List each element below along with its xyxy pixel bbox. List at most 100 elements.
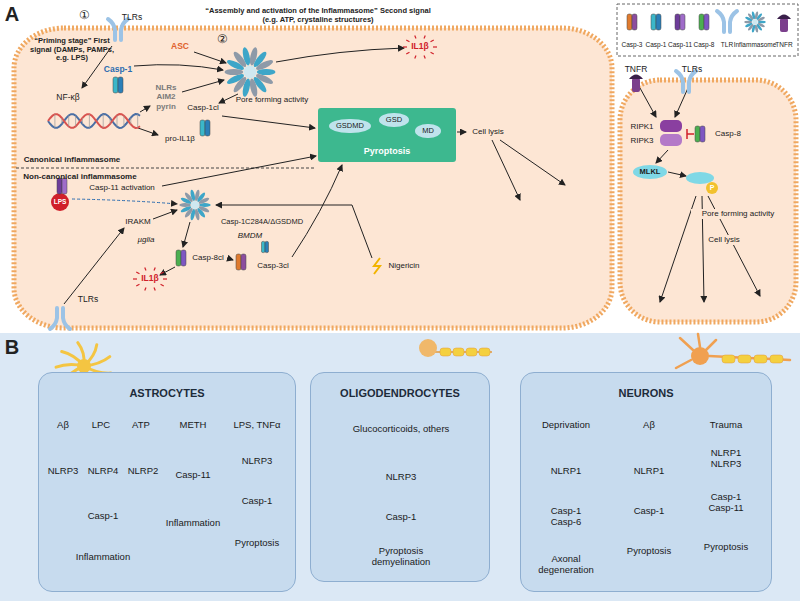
dna-helix	[117, 115, 118, 126]
inflammasome-icon	[757, 16, 765, 22]
myelin-segment	[738, 355, 751, 363]
dna-helix	[137, 114, 138, 127]
node-title: Pyroptosis	[318, 146, 456, 156]
text-label: Cell lysis	[472, 127, 504, 136]
text-label: Cell lysis	[706, 235, 742, 244]
pyroptosis-box: PyroptosisGSDMDGSDMD	[318, 108, 456, 162]
text-label: IL1β	[411, 42, 428, 52]
flow-step: Casp-1	[86, 510, 121, 523]
panel-background	[0, 333, 800, 601]
release-burst	[431, 40, 434, 42]
text-label: RIPK3	[630, 136, 653, 145]
lps-dot	[51, 193, 69, 211]
flow-step: Deprivation	[540, 419, 592, 432]
node-text: GSD	[386, 116, 402, 125]
text-label: “Priming stage” First signal (DAMPs, PAM…	[26, 37, 118, 63]
node-text: Casp-1	[634, 506, 665, 517]
release-burst	[406, 52, 409, 54]
node-text: Casp-1	[88, 511, 119, 522]
inflammasome-icon	[751, 11, 755, 19]
dna-helix	[48, 114, 140, 128]
tlr-icon	[108, 19, 128, 40]
caspase-icon	[704, 14, 709, 30]
node-title: NEURONS	[521, 387, 771, 400]
legend-label: TLR	[721, 41, 733, 48]
flow-step: NLRP1	[632, 465, 667, 478]
release-burst	[431, 52, 434, 54]
caspase-icon	[176, 250, 181, 266]
caspase-icon	[113, 77, 118, 93]
dna-helix	[130, 118, 131, 125]
node-text: Casp-1	[386, 512, 417, 523]
text-label: LPS	[54, 198, 67, 205]
text-label: TLRs	[78, 295, 98, 305]
caspase-icon	[651, 14, 656, 30]
myelin-segment	[770, 355, 783, 363]
flow-step: Casp-1	[240, 495, 275, 508]
text-label: IRAKM	[125, 217, 150, 226]
flow-step: Casp-1	[384, 511, 419, 524]
tlr-icon	[717, 11, 737, 32]
node-text: Inflammation	[166, 518, 220, 529]
release-burst	[433, 46, 437, 47]
oligodendrocyte-icon	[419, 339, 437, 357]
lightning-icon	[374, 258, 380, 274]
text-label: MLKL	[640, 168, 661, 177]
release-burst	[161, 272, 164, 274]
node-text: NLRP4	[88, 466, 119, 477]
myelin-segment	[754, 355, 767, 363]
flow-step: NLRP1 NLRP3	[703, 447, 749, 471]
release-burst	[161, 284, 164, 286]
node-title: ASTROCYTES	[39, 387, 295, 400]
text-label: ASC	[171, 42, 189, 52]
caspase-icon	[118, 77, 123, 93]
node-text: Axonal degeneration	[534, 554, 598, 576]
text-label: “Assembly and activation of the Inflamma…	[198, 7, 438, 24]
flow-step: LPC	[90, 419, 112, 432]
node-text: Casp-1 Casp-11	[703, 492, 749, 514]
flow-step: Glucocorticoids, others	[351, 423, 452, 436]
flow-step: Aβ	[641, 419, 657, 432]
caspase-icon	[181, 250, 186, 266]
node-text: Aβ	[57, 420, 69, 431]
caspase-icon	[205, 120, 210, 136]
caspase-icon	[265, 241, 269, 252]
legend-label: Inflammasome	[734, 41, 777, 48]
inflammasome-icon	[198, 196, 210, 204]
flow-step: NLRP2	[126, 465, 161, 478]
release-burst	[415, 36, 416, 39]
flow-step: Axonal degeneration	[532, 553, 600, 577]
node-text: Trauma	[710, 420, 742, 431]
node-text: Casp-1	[242, 496, 273, 507]
text-label: Casp-1C284A/ΔGSDMD	[221, 218, 303, 227]
mlkl-shape	[633, 165, 667, 179]
arrows	[64, 46, 760, 304]
dna-helix	[96, 120, 97, 121]
ripk-shape	[660, 134, 682, 146]
flow-step: NLRP1	[549, 465, 584, 478]
node-text: LPS, TNFα	[233, 420, 280, 431]
myelin-segment	[453, 348, 464, 356]
inflammasome-icon	[241, 46, 251, 66]
legend-label: Casp-1	[646, 41, 667, 48]
release-burst	[424, 36, 425, 39]
tnfr-icon	[629, 75, 643, 80]
flow-step: Pyroptosis demyelination	[361, 545, 441, 569]
legend-label: Casp-11	[668, 41, 692, 48]
tlr-icon	[676, 71, 696, 92]
text-label: B	[5, 336, 19, 359]
caspase-icon	[632, 14, 637, 30]
node-text: Deprivation	[542, 420, 590, 431]
node-text: GSDMD	[336, 122, 364, 131]
myelin-segment	[479, 348, 490, 356]
flow-step: Inflammation	[164, 517, 222, 530]
text-label: µglia	[137, 235, 154, 244]
node-text: NLRP1	[634, 466, 665, 477]
caspase-icon	[656, 14, 661, 30]
release-burst	[424, 56, 425, 59]
release-burst	[154, 268, 155, 271]
release-burst	[406, 40, 409, 42]
text-label: Canonical inflammasome	[24, 155, 120, 164]
caspase-icon	[695, 126, 700, 142]
text-label: P	[710, 184, 715, 192]
